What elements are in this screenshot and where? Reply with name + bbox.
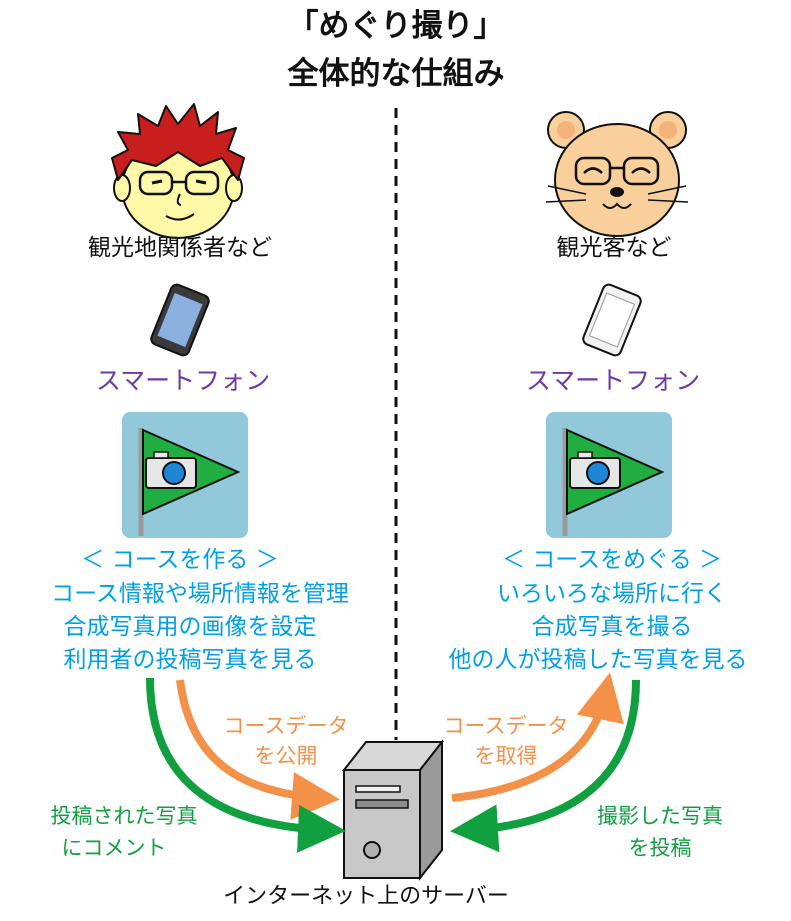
right-feature-2: 合成写真を撮る <box>531 614 693 640</box>
comment-label-line-1: 投稿された写真 <box>50 804 198 828</box>
right-device-label: スマートフォン <box>525 366 701 395</box>
app-flag-camera-icon-right <box>546 412 672 538</box>
left-feature-3: 利用者の投稿写真を見る <box>63 647 317 673</box>
publish-label-line-2: を公開 <box>254 744 318 768</box>
app-flag-camera-icon-left <box>122 412 248 538</box>
comment-label-line-2: にコメント <box>61 836 167 860</box>
title-line-2: 全体的な仕組み <box>287 56 505 92</box>
left-feature-2: 合成写真用の画像を設定 <box>63 614 317 640</box>
left-device-label: スマートフォン <box>95 366 271 395</box>
title-line-1: 「めぐり撮り」 <box>287 8 505 44</box>
left-feature-1: コース情報や場所情報を管理 <box>51 581 349 607</box>
smartphone-dark-icon <box>150 283 210 357</box>
publish-label-line-1: コースデータ <box>223 714 349 738</box>
comment-arrow <box>146 677 346 853</box>
left-role-label: 観光地関係者など <box>88 235 272 261</box>
publish-arrow <box>176 679 340 820</box>
fetch-arrow <box>451 672 624 802</box>
fetch-label-line-2: を取得 <box>474 744 538 768</box>
right-feature-1: いろいろな場所に行く <box>497 581 727 607</box>
left-app-heading: ＜ コースを作る ＞ <box>81 547 279 573</box>
post-label-line-2: を投稿 <box>628 836 692 860</box>
post-arrow <box>450 679 640 853</box>
right-role-label: 観光客など <box>556 235 672 261</box>
right-feature-3: 他の人が投稿した写真を見る <box>448 647 748 673</box>
bear-face-icon <box>545 111 689 237</box>
post-label-line-1: 撮影した写真 <box>597 804 723 828</box>
server-label: インターネット上のサーバー <box>223 884 509 909</box>
fetch-label-line-1: コースデータ <box>443 714 569 738</box>
right-app-heading: ＜ コースをめぐる ＞ <box>501 547 723 573</box>
person-red-hair-icon <box>111 103 245 239</box>
server-tower-icon <box>341 739 445 881</box>
smartphone-white-icon <box>582 283 642 357</box>
